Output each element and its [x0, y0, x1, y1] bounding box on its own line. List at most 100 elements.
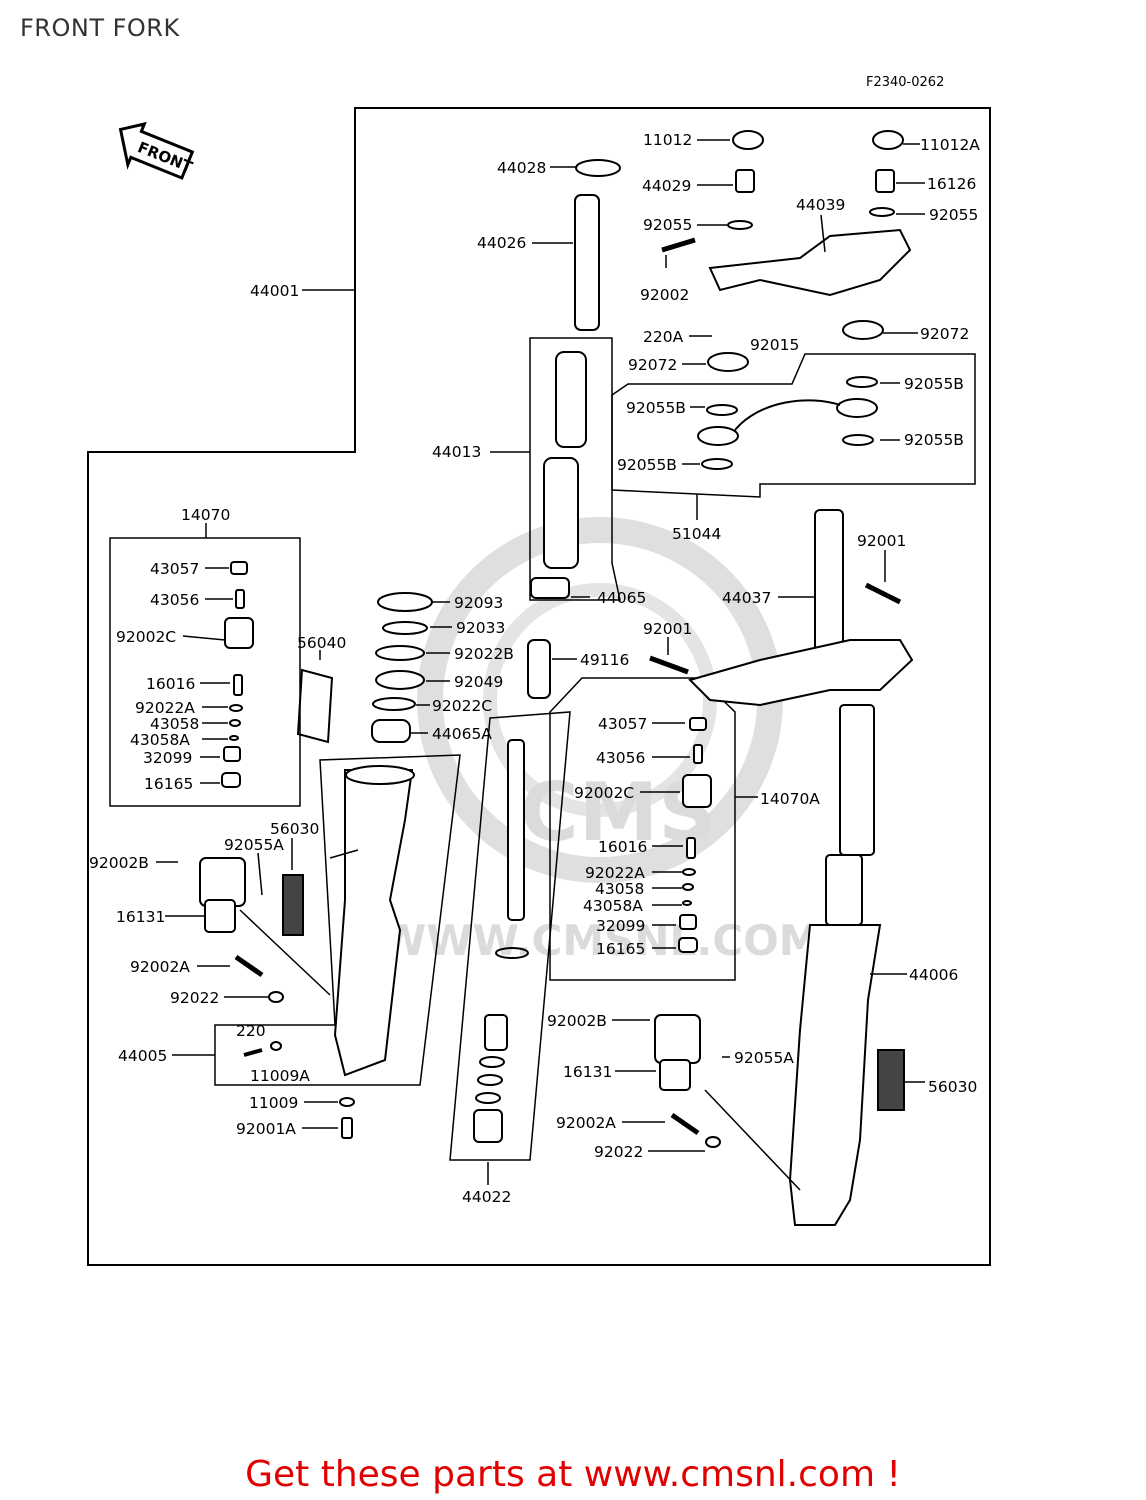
label-49116: 49116	[580, 651, 629, 669]
bushing-44065	[530, 577, 570, 599]
box-14070	[109, 537, 301, 807]
label-16016-right: 16016	[598, 838, 647, 856]
block-92002B-left	[199, 857, 246, 907]
part-16016-right	[686, 837, 696, 859]
upper-bracket-44039	[708, 228, 912, 297]
cap-11012	[732, 130, 764, 150]
decal-56030-left	[282, 874, 304, 936]
tube-44013-upper	[555, 351, 587, 448]
washer-11009A	[270, 1041, 282, 1051]
part-43056-right	[693, 744, 703, 764]
label-32099-right: 32099	[596, 917, 645, 935]
label-16131-right: 16131	[563, 1063, 612, 1081]
washer-92022-right	[705, 1136, 721, 1148]
bolt-92001-right	[864, 582, 902, 605]
label-11009A: 11009A	[250, 1067, 310, 1085]
block-92002B-right	[654, 1014, 701, 1064]
clamp-92072-left	[707, 352, 749, 372]
oring-92055B-l	[706, 404, 738, 416]
rod-ring	[495, 947, 529, 959]
label-92022C: 92022C	[432, 697, 492, 715]
label-92055A-left: 92055A	[224, 836, 284, 854]
tube-44013-lower	[543, 457, 579, 569]
label-32099-left: 32099	[143, 749, 192, 767]
label-92022A-right: 92022A	[585, 864, 645, 882]
label-44005: 44005	[118, 1047, 167, 1065]
hose-51044	[734, 399, 841, 431]
part-43058A-left	[229, 735, 239, 741]
oring-92055-right	[869, 207, 895, 217]
label-44037: 44037	[722, 589, 771, 607]
bolt-92001-middle	[649, 655, 689, 675]
outer-tube-44005-top	[345, 765, 415, 785]
ring-92033	[382, 621, 428, 635]
box-51044	[611, 353, 976, 498]
label-51044: 51044	[672, 525, 721, 543]
label-92002A-left: 92002A	[130, 958, 190, 976]
label-43058A-left: 43058A	[130, 731, 190, 749]
label-11012A: 11012A	[920, 136, 980, 154]
seat-44028	[575, 159, 621, 177]
rod-44022	[507, 739, 525, 921]
box-44013	[529, 337, 621, 601]
inner-tube-right-lower	[825, 854, 863, 926]
clamp-92072-right	[842, 320, 884, 340]
label-92072-left: 92072	[628, 356, 677, 374]
label-92001-middle: 92001	[643, 620, 692, 638]
label-92049: 92049	[454, 673, 503, 691]
label-92002A-right: 92002A	[556, 1114, 616, 1132]
front-direction-arrow: FRONT	[118, 121, 196, 180]
lower-bracket-44037	[688, 639, 914, 707]
adjuster-16126	[875, 169, 895, 193]
part-43056-left	[235, 589, 245, 609]
label-92022B: 92022B	[454, 645, 514, 663]
box-44022	[449, 711, 571, 1161]
part-labels: 11012 11012A 44028 44029 16126 44039 920…	[89, 131, 980, 1206]
fitting-51044-left	[697, 426, 739, 446]
inner-tube-right	[839, 704, 875, 856]
label-92001-right: 92001	[857, 532, 906, 550]
bolt-92002A-right	[670, 1112, 700, 1136]
label-44028: 44028	[497, 159, 546, 177]
parts-drawings	[199, 130, 914, 1226]
label-44065: 44065	[597, 589, 646, 607]
label-92022A-left: 92022A	[135, 699, 195, 717]
piece-44022	[473, 1109, 503, 1143]
oring-92055B-mr	[842, 434, 874, 446]
label-16131-left: 16131	[116, 908, 165, 926]
label-43058A-right: 43058A	[583, 897, 643, 915]
label-92093: 92093	[454, 594, 503, 612]
cmsnl-watermark: CMS WWW.CMSNL.COM	[380, 517, 821, 965]
oring-92055B-tr	[846, 376, 878, 388]
part-16165-left	[221, 772, 241, 788]
boot-49116	[527, 639, 551, 699]
label-43056-left: 43056	[150, 591, 199, 609]
label-14070A: 14070A	[760, 790, 820, 808]
label-44013: 44013	[432, 443, 481, 461]
exploded-parts-diagram: CMS WWW.CMSNL.COM F2340-0262 FRONT	[87, 75, 991, 1266]
label-92055B-mid-right: 92055B	[904, 431, 964, 449]
label-92002B-left: 92002B	[89, 854, 149, 872]
leader-lines	[156, 139, 925, 1191]
washer-11009	[339, 1097, 355, 1107]
label-43057-left: 43057	[150, 560, 199, 578]
label-44026: 44026	[477, 234, 526, 252]
bolt-92002	[661, 237, 696, 253]
part-43057-left	[230, 561, 248, 575]
adjuster-44029	[735, 169, 755, 193]
cap-11012A	[872, 130, 904, 150]
label-11012: 11012	[643, 131, 692, 149]
seal-92093	[377, 592, 433, 612]
label-44065A: 44065A	[432, 725, 492, 743]
part-43058-left	[229, 719, 241, 727]
washer-44022-b	[477, 1074, 503, 1086]
parts-shop-link[interactable]: Get these parts at www.cmsnl.com !	[245, 1454, 901, 1495]
part-16165-right	[678, 937, 698, 953]
washer-92022-left	[268, 991, 284, 1003]
part-92022A-left	[229, 704, 243, 712]
label-44001: 44001	[250, 282, 299, 300]
label-92055-right: 92055	[929, 206, 978, 224]
washer-44022-a	[479, 1056, 505, 1068]
outer-tube-44005	[333, 769, 414, 1077]
label-43058-right: 43058	[595, 880, 644, 898]
